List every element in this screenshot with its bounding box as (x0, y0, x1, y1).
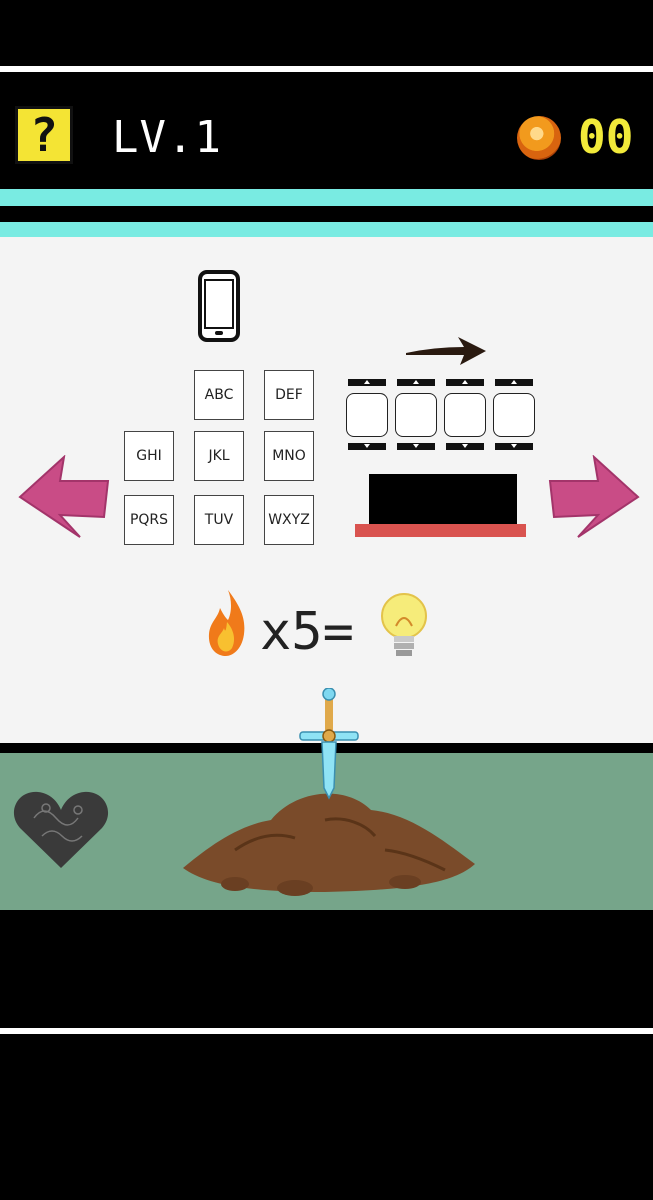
keypad-key-pqrs[interactable]: PQRS (124, 495, 174, 545)
keypad-key-wxyz[interactable]: WXYZ (264, 495, 314, 545)
slot-up-button[interactable] (397, 379, 435, 386)
sword-icon[interactable] (298, 688, 360, 800)
hint-button[interactable]: ? (15, 106, 73, 164)
code-slot (346, 393, 388, 437)
slot-up-button[interactable] (348, 379, 386, 386)
slot-down-button[interactable] (348, 443, 386, 450)
code-slot (493, 393, 535, 437)
slot-down-button[interactable] (397, 443, 435, 450)
keypad-key-def[interactable]: DEF (264, 370, 314, 420)
right-arrow-icon (406, 337, 486, 365)
level-label: LV.1 (112, 112, 222, 163)
lightbulb-icon (381, 593, 427, 656)
slot-down-button[interactable] (446, 443, 484, 450)
slot-up-button[interactable] (446, 379, 484, 386)
slot-up-button[interactable] (495, 379, 533, 386)
keypad-key-abc[interactable]: ABC (194, 370, 244, 420)
fire-icon (208, 590, 245, 656)
dirt-mound (183, 793, 475, 896)
code-slot (395, 393, 437, 437)
header-accent-bar (0, 189, 653, 206)
question-block-icon: ? (30, 108, 58, 162)
keypad-key-jkl[interactable]: JKL (194, 431, 244, 481)
equation-text: x5= (260, 602, 354, 662)
red-stand (355, 524, 526, 537)
right-arrow-button[interactable] (548, 455, 640, 539)
phone-icon (198, 270, 240, 342)
keypad-key-tuv[interactable]: TUV (194, 495, 244, 545)
bottom-divider (0, 1028, 653, 1034)
panel-accent-bar (0, 222, 653, 237)
keypad-key-ghi[interactable]: GHI (124, 431, 174, 481)
keypad-key-mno[interactable]: MNO (264, 431, 314, 481)
coin-count: 00 (578, 110, 634, 164)
code-slot (444, 393, 486, 437)
coin-icon (517, 116, 561, 160)
left-arrow-button[interactable] (18, 455, 110, 539)
slot-down-button[interactable] (495, 443, 533, 450)
heart-icon[interactable] (12, 788, 110, 870)
black-box[interactable] (369, 474, 517, 524)
puzzle-panel: ABC DEF GHI JKL MNO PQRS TUV WXYZ (0, 237, 653, 743)
top-divider (0, 66, 653, 72)
